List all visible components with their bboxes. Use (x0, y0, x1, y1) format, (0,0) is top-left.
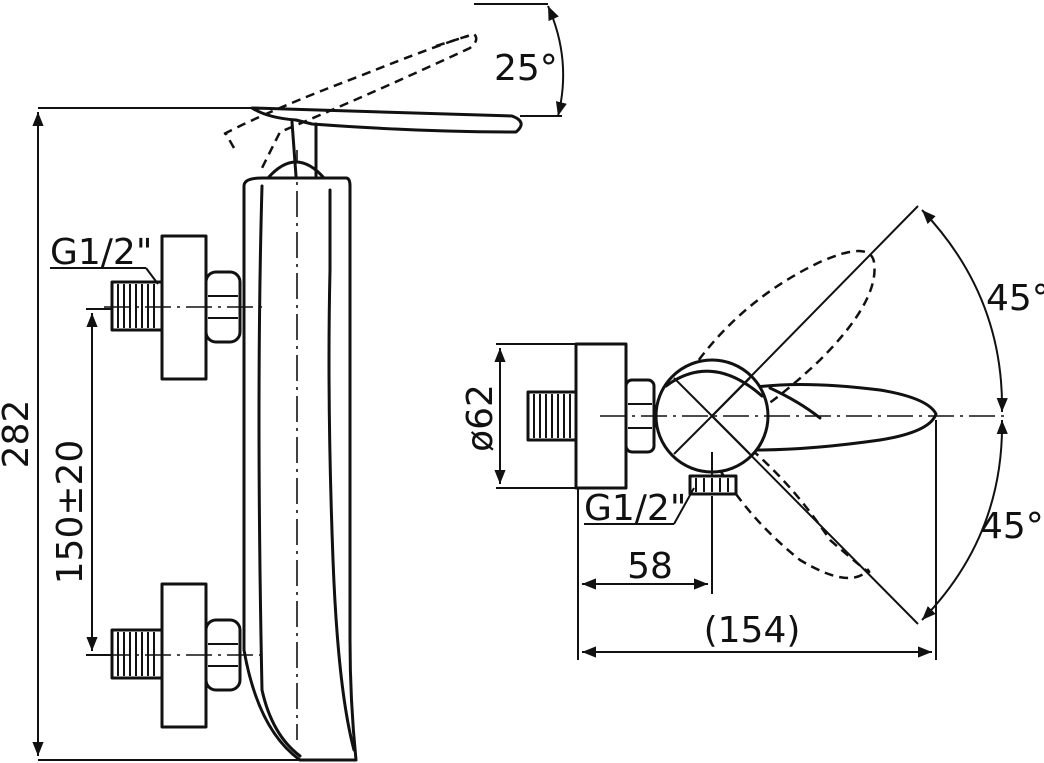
mixer-body (242, 176, 358, 762)
depth-label: 58 (627, 546, 673, 587)
lever-handle (250, 106, 523, 134)
lever-stem (290, 120, 318, 178)
thread-label-left: G1/2" (50, 232, 152, 273)
body-front-edge (327, 188, 356, 752)
lower-inlet-connector (110, 582, 242, 729)
diameter-label: ø62 (460, 384, 501, 452)
rotation-up-label: 45° (986, 278, 1044, 319)
thread-leader-left (145, 267, 159, 285)
thread-leader-right (673, 487, 695, 525)
rotation-down-label: 45° (980, 506, 1044, 547)
upper-inlet-connector (110, 234, 242, 381)
thread-label-right: G1/2" (584, 488, 686, 529)
side-view: ø62 G1/2" (460, 205, 1044, 660)
rotation-arc-down (921, 419, 1008, 621)
spacing-label: 150±20 (50, 440, 91, 585)
height-label: 282 (0, 400, 37, 469)
handle-rotated-down-outline (718, 439, 871, 580)
tilt-angle-arc (547, 5, 567, 117)
body-inner-contour (257, 184, 302, 758)
side-lever-handle (748, 382, 938, 452)
rotation-arc-up (921, 209, 1008, 413)
overall-depth-label: (154) (704, 610, 801, 651)
rotation-line-up (711, 205, 919, 417)
tilt-angle-label: 25° (494, 48, 558, 89)
lever-tilted-outline (223, 32, 478, 169)
rotation-line-down (711, 415, 919, 625)
front-view: 282 150±20 (0, 3, 567, 762)
handle-rotated-up-outline (688, 249, 876, 418)
